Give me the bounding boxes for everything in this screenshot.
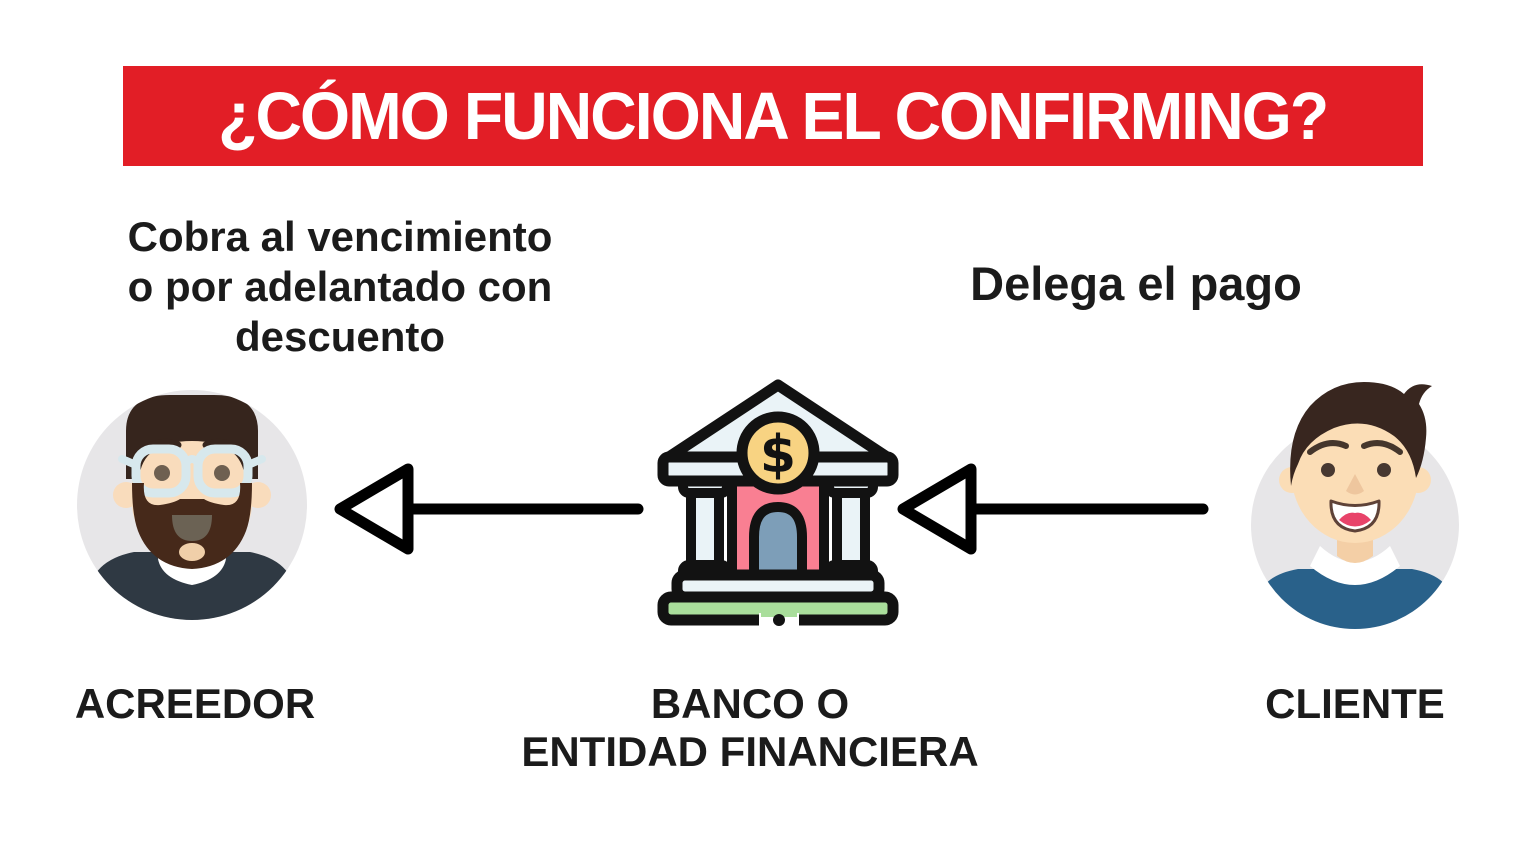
bank-door: [749, 502, 807, 590]
title-banner: ¿CÓMO FUNCIONA EL CONFIRMING?: [123, 66, 1423, 166]
creditor-note: Cobra al vencimiento o por adelantado co…: [127, 213, 553, 360]
mouth: [172, 515, 212, 541]
eyebrow-left: [1307, 440, 1349, 455]
bank-column-right: [824, 470, 878, 588]
eyebrow-right: [1361, 440, 1403, 455]
creditor-label: ACREEDOR: [74, 680, 316, 727]
face: [1291, 401, 1419, 543]
hair: [1290, 382, 1432, 486]
eye-right: [1377, 463, 1391, 477]
mouth: [1329, 499, 1381, 533]
glasses-icon: [118, 444, 266, 498]
sweater: [88, 552, 296, 620]
client-label: CLIENTE: [1265, 680, 1445, 727]
tongue: [1339, 512, 1371, 527]
dollar-sign: $: [760, 425, 796, 485]
client-note: Delega el pago: [970, 257, 1302, 310]
nose: [1346, 474, 1364, 495]
eye-left: [154, 465, 170, 481]
bank-icon: $: [657, 379, 899, 627]
collar: [1310, 546, 1400, 585]
creditor-avatar: [77, 390, 307, 620]
client-avatar: [1251, 382, 1459, 629]
page-title: ¿CÓMO FUNCIONA EL CONFIRMING?: [218, 78, 1329, 154]
dollar-coin-icon: [736, 411, 820, 495]
sweater: [1254, 569, 1456, 629]
eye-right: [214, 465, 230, 481]
eye-left: [1321, 463, 1335, 477]
bank-label: BANCO O ENTIDAD FINANCIERA: [521, 680, 979, 775]
bank-column-left: [678, 470, 732, 588]
hair: [126, 395, 258, 479]
ground-green-fill: [761, 607, 797, 617]
ground-line-dot: [773, 614, 785, 626]
chin-patch: [179, 543, 205, 561]
arrow-client-to-bank: [897, 463, 1209, 555]
arrow-bank-to-creditor: [334, 463, 644, 555]
